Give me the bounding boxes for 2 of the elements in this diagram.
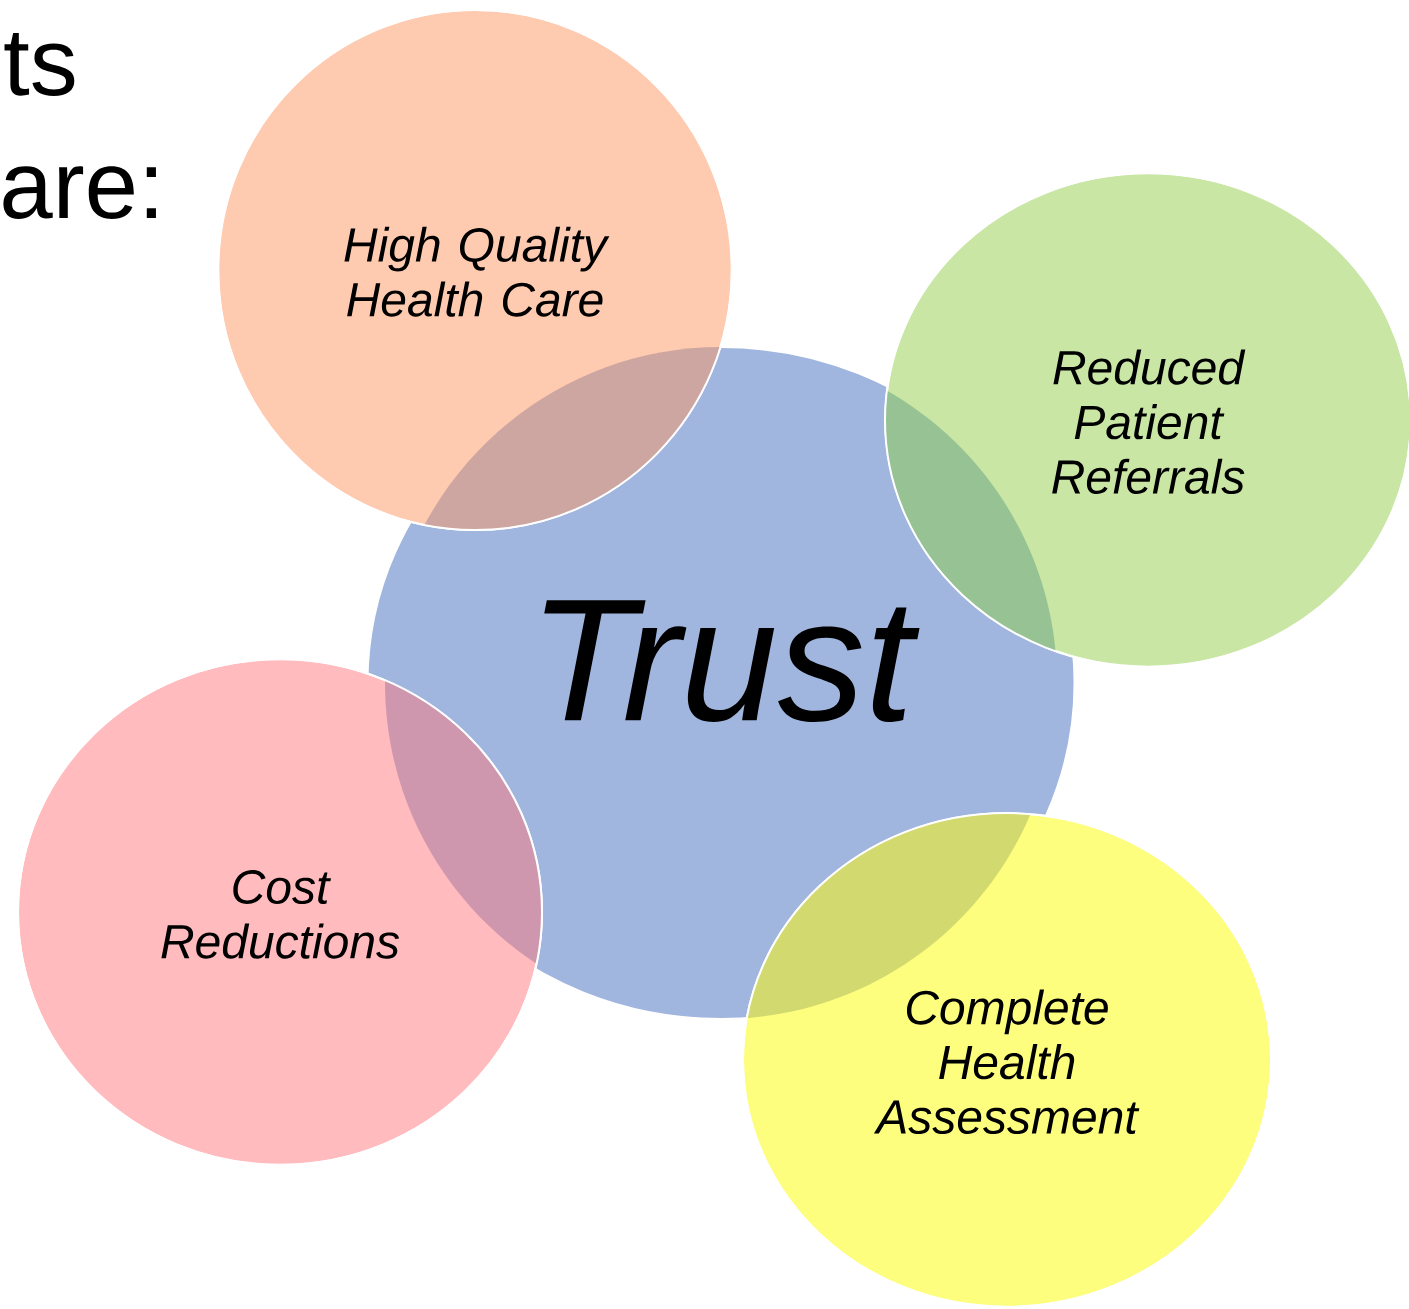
- heading-text: ts: [4, 32, 75, 96]
- heading-text: are:: [3, 166, 156, 219]
